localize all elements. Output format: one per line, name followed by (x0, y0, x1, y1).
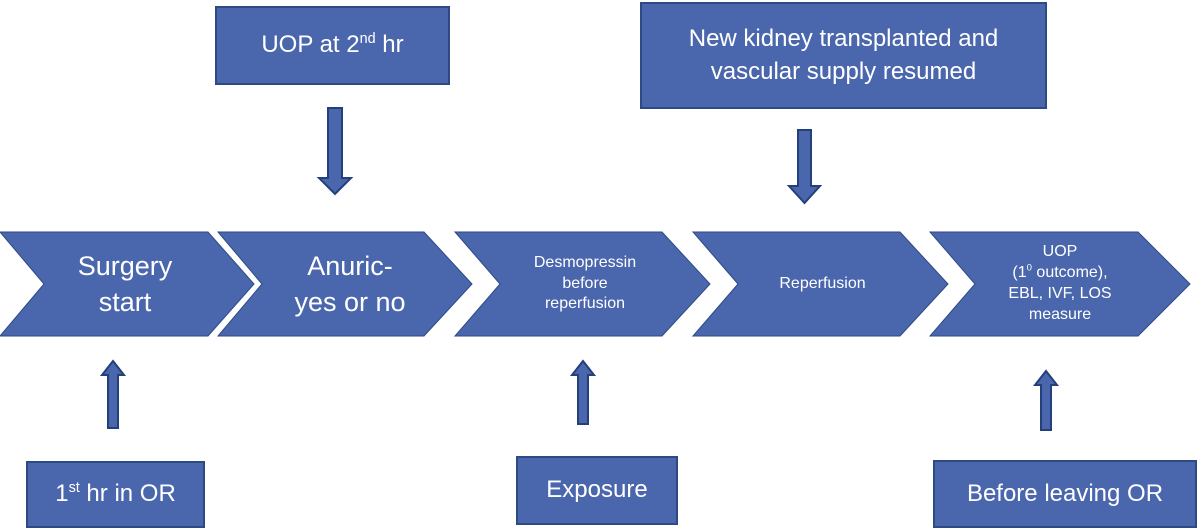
chevron-step-2 (216, 231, 473, 337)
chevron-label-reperfusion: Reperfusion (779, 274, 866, 292)
arrow-up-icon (99, 359, 127, 429)
new-kidney-box: New kidney transplanted and vascular sup… (640, 2, 1047, 109)
chevron-step-5 (928, 231, 1191, 337)
chevron-step-1 (0, 231, 255, 337)
chevron-label-desmopressin: Desmopressin before reperfusion (533, 253, 637, 313)
arrow-down-icon (316, 107, 354, 196)
before-leaving-or-box: Before leaving OR (933, 460, 1197, 528)
chevron-step-4 (691, 231, 949, 337)
chevron-label-surgery-start: Surgery start (77, 250, 173, 317)
chevron-step-3 (453, 231, 711, 337)
arrow-down-icon (786, 129, 823, 205)
first-hr-in-or-box: 1st hr in OR (26, 461, 205, 528)
chevron-label-outcomes: UOP (10 outcome), EBL, IVF, LOS measure (1008, 243, 1112, 323)
chevron-label-anuric: Anuric- yes or no (294, 250, 406, 317)
arrow-up-icon (1032, 369, 1060, 431)
arrow-up-icon (569, 359, 597, 425)
uop-2nd-hr-box: UOP at 2nd hr (215, 6, 450, 85)
exposure-box: Exposure (516, 456, 678, 525)
